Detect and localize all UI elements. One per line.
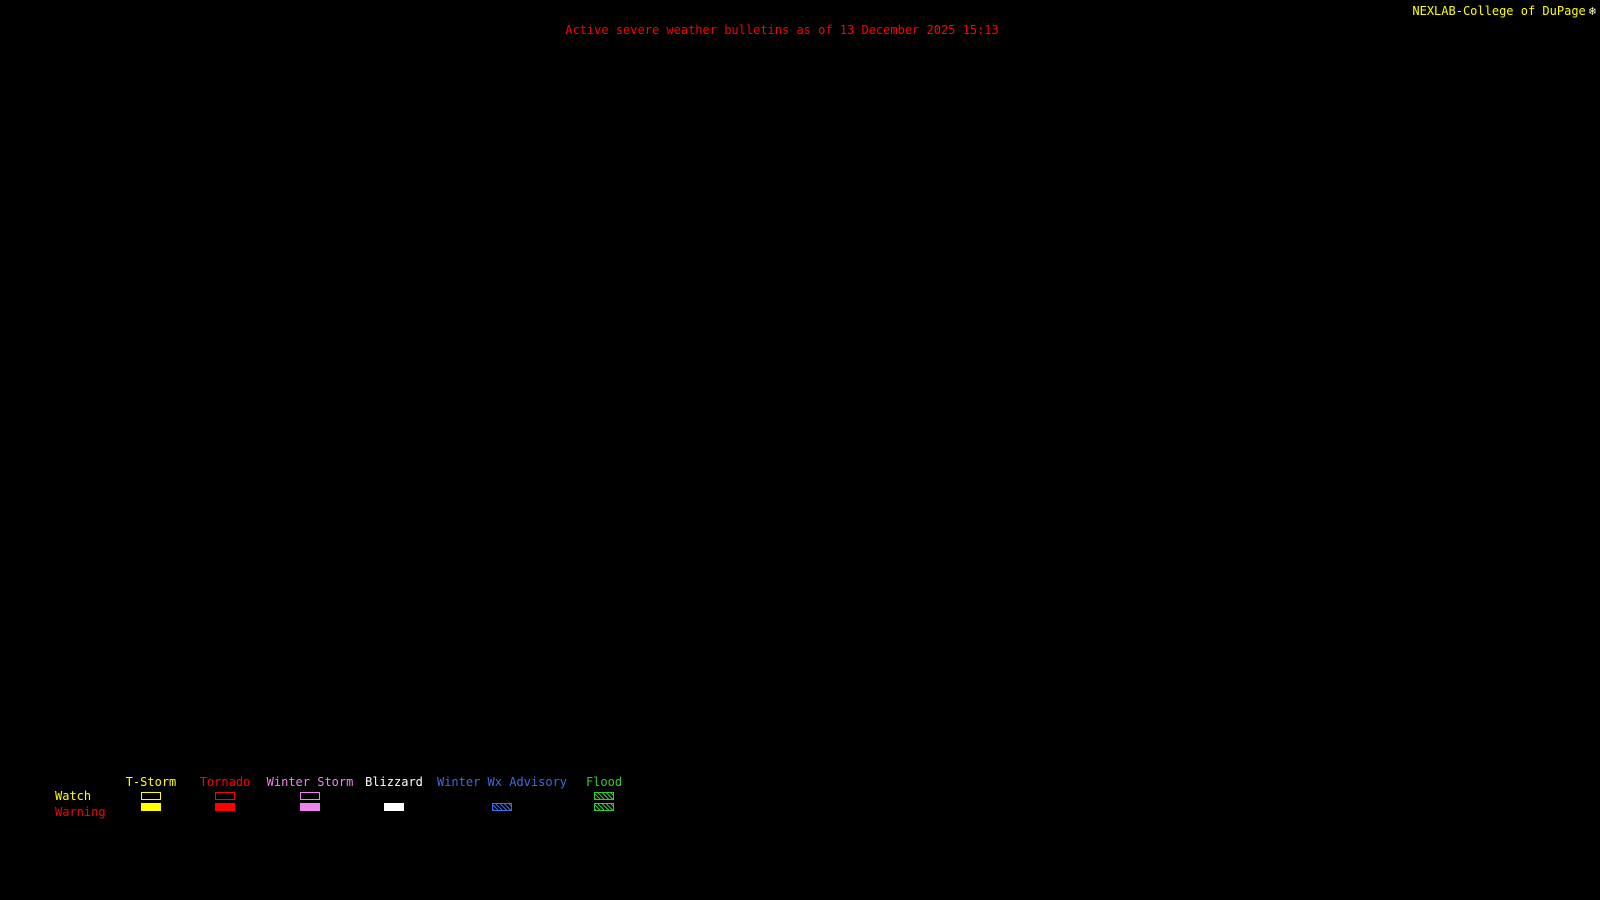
legend-col-winter-storm: Winter Storm [263,775,357,814]
legend-row-label-warning: Warning [55,805,106,819]
legend-row-labels: Watch Warning [55,775,115,819]
legend-row-label-watch: Watch [55,789,92,803]
blizzard-warning-swatch [384,803,404,811]
tornado-warning-swatch [215,803,235,811]
legend: Watch Warning T-Storm Tornado Winter Sto… [55,775,635,819]
winter-wx-advisory-warning-swatch [492,803,512,811]
legend-col-label-blizzard: Blizzard [365,775,423,789]
legend-col-blizzard: Blizzard [357,775,431,814]
flood-warning-swatch [594,803,614,811]
legend-col-label-tornado: Tornado [199,775,251,789]
winter-storm-watch-swatch [300,792,320,800]
tstorm-warning-swatch [141,803,161,811]
legend-col-label-flood: Flood [585,775,623,789]
legend-col-label-tstorm: T-Storm [125,775,177,789]
tstorm-watch-swatch [141,792,161,800]
nexlab-logo-icon: ❄ [1588,4,1596,18]
legend-col-tornado: Tornado [187,775,263,814]
legend-col-winter-wx-advisory: Winter Wx Advisory [431,775,573,814]
legend-col-flood: Flood [573,775,635,814]
tornado-watch-swatch [215,792,235,800]
legend-col-label-winter-wx-advisory: Winter Wx Advisory [436,775,568,789]
legend-col-tstorm: T-Storm [115,775,187,814]
legend-col-label-winter-storm: Winter Storm [266,775,354,789]
branding-text: NEXLAB-College of DuPage [1412,4,1586,18]
winter-storm-warning-swatch [300,803,320,811]
bulletin-title: Active severe weather bulletins as of 13… [565,23,999,37]
flood-watch-swatch [594,792,614,800]
branding: NEXLAB-College of DuPage ❄ [1412,4,1596,18]
